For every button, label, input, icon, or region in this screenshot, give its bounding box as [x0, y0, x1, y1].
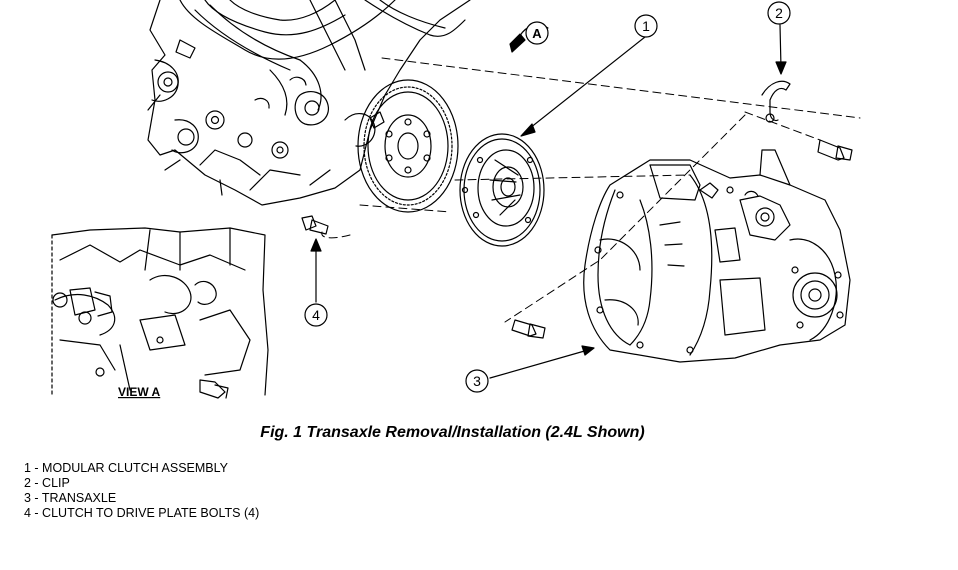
legend-item-transaxle: 3 - TRANSAXLE — [24, 491, 117, 505]
callout-number: 3 — [473, 373, 481, 389]
legend-item-clip: 2 - CLIP — [24, 476, 70, 490]
legend: 1 - MODULAR CLUTCH ASSEMBLY 2 - CLIP 3 -… — [24, 461, 259, 521]
legend-item-clutch-assembly: 1 - MODULAR CLUTCH ASSEMBLY — [24, 461, 228, 475]
callout-circle — [304, 303, 328, 327]
callout-number: 1 — [642, 18, 650, 34]
figure-caption: Fig. 1 Transaxle Removal/Installation (2… — [260, 424, 645, 441]
callout-1-leader — [520, 36, 646, 137]
modular-clutch-assembly-drawing — [459, 133, 545, 247]
flywheel-drive-plate — [357, 79, 459, 213]
callout-4: 4 — [304, 303, 328, 327]
view-a-inset-drawing — [51, 227, 269, 399]
bolt-lower-middle — [511, 319, 546, 339]
callout-circle — [525, 21, 549, 45]
bolt-upper-right — [817, 139, 853, 161]
callout-number: 4 — [312, 307, 320, 323]
transaxle-drawing — [583, 149, 851, 363]
callout-3-leader — [489, 345, 595, 379]
view-a-callout: A — [525, 21, 549, 45]
bolt-item-4 — [301, 215, 329, 235]
callout-circle — [767, 1, 791, 25]
callout-circle — [634, 14, 658, 38]
clip-drawing — [761, 80, 791, 123]
callout-2-leader — [775, 24, 787, 75]
engine-block-drawing — [147, 0, 471, 206]
callout-3: 3 — [465, 369, 489, 393]
callout-1: 1 — [634, 14, 658, 38]
view-a-letter: A — [532, 26, 542, 41]
callout-number: 2 — [775, 5, 783, 21]
callout-circle — [465, 369, 489, 393]
transaxle-illustration: 1 2 3 4 A VIEW A — [51, 0, 861, 399]
callout-2: 2 — [767, 1, 791, 25]
view-a-label: VIEW A — [118, 385, 161, 399]
callout-4-leader — [310, 238, 322, 303]
legend-item-drive-plate-bolts: 4 - CLUTCH TO DRIVE PLATE BOLTS (4) — [24, 506, 260, 520]
alignment-dashed-lines — [321, 57, 861, 323]
